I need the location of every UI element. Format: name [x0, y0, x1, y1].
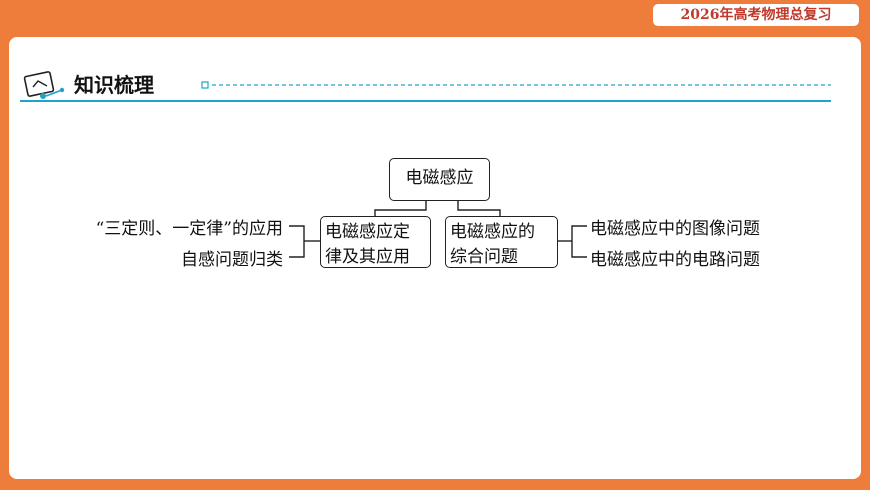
leaf-three-rules: “三定则、一定律”的应用	[95, 219, 283, 239]
mindmap-connectors	[289, 201, 587, 258]
branch-node-laws-line2: 律及其应用	[325, 247, 410, 267]
dash-start-marker	[201, 81, 209, 89]
branch-node-comprehensive-line1: 电磁感应的	[450, 222, 535, 242]
branch-node-comprehensive-line2: 综合问题	[450, 247, 518, 267]
leaf-self-induction: 自感问题归类	[181, 250, 283, 270]
checklist-icon	[23, 71, 65, 99]
content-panel	[9, 37, 861, 479]
branch-node-laws: 电磁感应定 律及其应用	[320, 216, 431, 268]
course-badge: 2026年高考物理总复习	[653, 4, 859, 26]
leaf-circuit-problems: 电磁感应中的电路问题	[590, 250, 760, 270]
branch-node-laws-line1: 电磁感应定	[325, 222, 410, 242]
leaf-graph-problems: 电磁感应中的图像问题	[590, 219, 760, 239]
branch-node-comprehensive: 电磁感应的 综合问题	[445, 216, 558, 268]
root-node: 电磁感应	[389, 158, 490, 201]
section-title: 知识梳理	[74, 73, 154, 97]
